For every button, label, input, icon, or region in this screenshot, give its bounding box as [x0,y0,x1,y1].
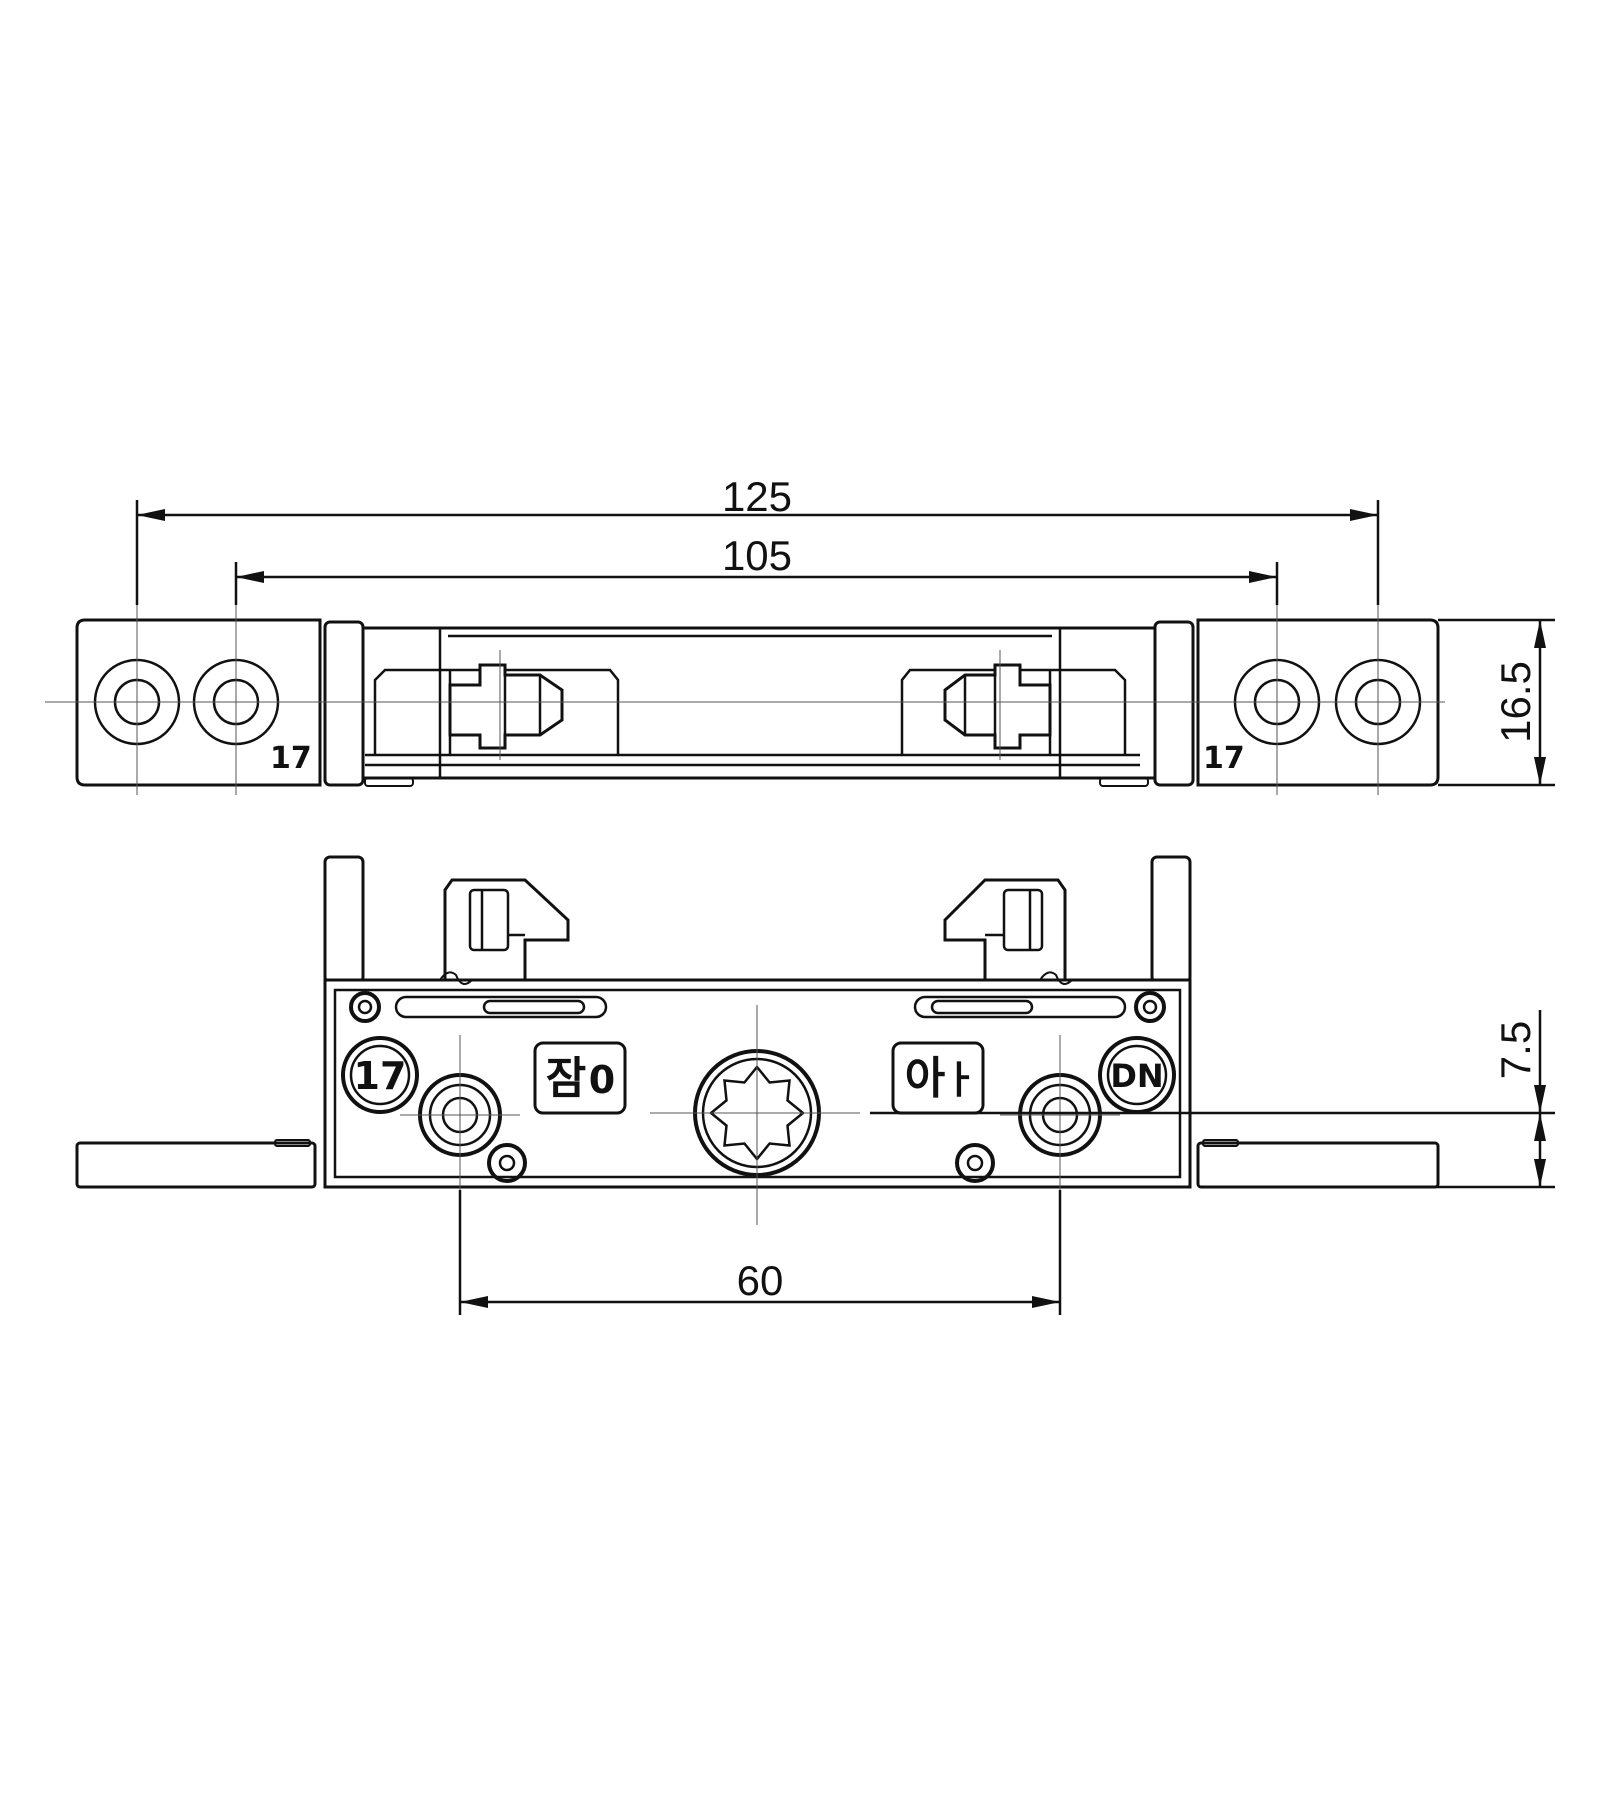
top-right-end-number: 17 [1203,741,1245,776]
top-left-block [323,620,365,787]
dim-center-distance: 60 [737,1257,784,1304]
label-box-right-text: 아 [905,1053,945,1104]
dim-overall-width: 125 [722,473,792,520]
front-right-post [1150,855,1192,984]
label-box-left [533,1041,627,1115]
label-box-left-text: 잠 [546,1053,586,1104]
top-left-end-number: 17 [270,741,312,776]
circle-mark-left [341,1036,419,1114]
front-view: 17 DN 잠 0 아 ㅏ 7.5 60 [75,855,1555,1315]
dim-hole-spacing: 105 [722,532,792,579]
front-right-slot [913,995,1127,1019]
top-right-block [1153,620,1195,787]
dim-spindle-offset: 7.5 [1492,1021,1539,1079]
circle-mark-left-text: 17 [354,1054,407,1098]
label-box-right-suffix: ㅏ [943,1058,978,1102]
top-right-latch-bolt [943,663,1052,750]
front-right-flange [1196,1141,1440,1189]
top-view: 17 17 125 105 16.5 [45,473,1555,795]
front-left-latch [443,878,570,982]
front-left-post [323,855,365,984]
front-left-slot [394,995,608,1019]
label-box-left-suffix: 0 [589,1058,615,1102]
circle-mark-right-text: DN [1110,1057,1163,1095]
front-left-flange [75,1141,317,1189]
dim-height: 16.5 [1492,661,1539,743]
